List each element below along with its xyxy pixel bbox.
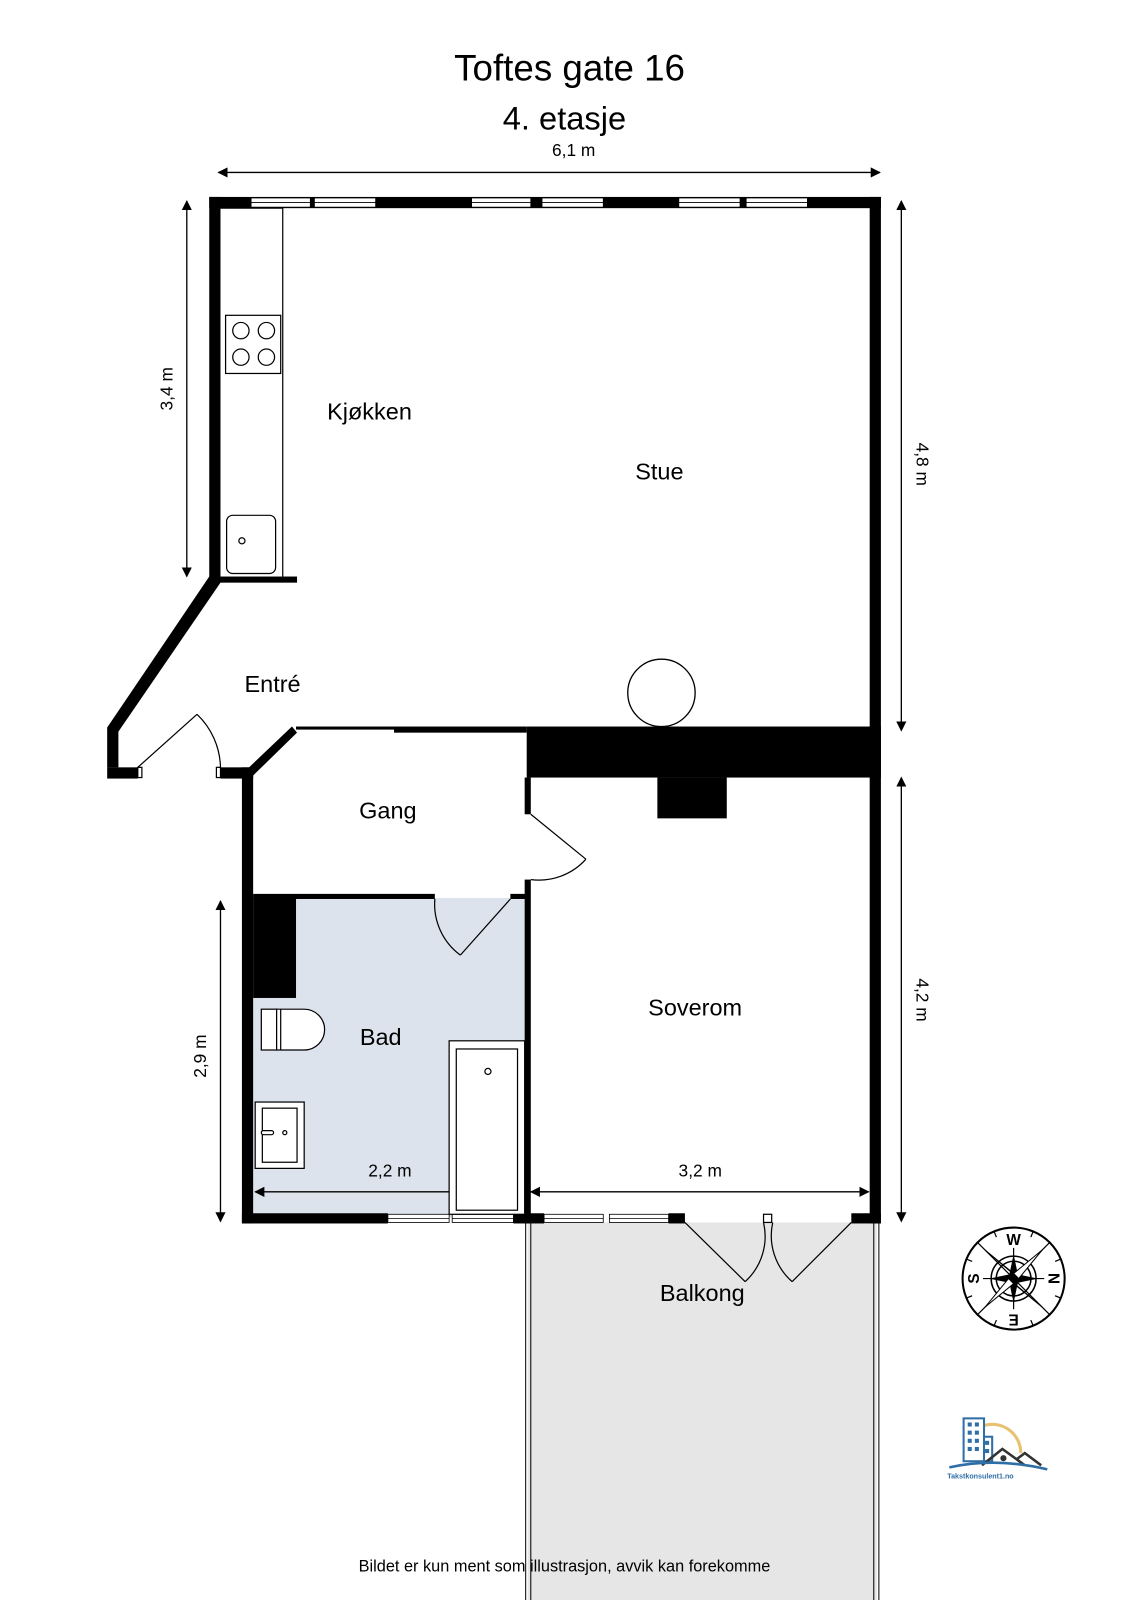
room-label-kitchen: Kjøkken (327, 398, 412, 424)
room-label-living: Stue (635, 459, 683, 485)
svg-text:4,2 m: 4,2 m (913, 978, 933, 1021)
svg-text:3,2 m: 3,2 m (679, 1161, 722, 1181)
dimension-kitchen: 3,4 m (157, 200, 192, 578)
dimension-bath-height: 2,9 m (190, 900, 226, 1223)
kitchen-counter (220, 207, 284, 577)
svg-text:S: S (966, 1273, 983, 1283)
round-table-icon (627, 658, 696, 728)
compass-icon: W N E S (961, 1226, 1066, 1331)
room-label-hall: Gang (359, 797, 416, 823)
room-label-entry: Entré (244, 671, 300, 697)
svg-text:3,4 m: 3,4 m (157, 367, 177, 410)
room-label-balcony: Balkong (660, 1280, 745, 1306)
svg-text:2,2 m: 2,2 m (368, 1161, 411, 1181)
dimension-bedroom-width: 3,2 m (529, 1161, 870, 1197)
svg-text:4,8 m: 4,8 m (913, 443, 933, 486)
bath-fixtures (254, 1008, 526, 1215)
toilet-icon (276, 1008, 326, 1051)
room-label-bedroom: Soverom (648, 994, 742, 1020)
windows-top (250, 197, 808, 208)
svg-text:Takstkonsulent1.no: Takstkonsulent1.no (947, 1473, 1014, 1481)
windows-bottom (387, 1213, 670, 1223)
doors (137, 713, 852, 1283)
svg-text:6,1 m: 6,1 m (552, 140, 595, 160)
dimension-top: 6,1 m (217, 140, 881, 178)
svg-text:2,9 m: 2,9 m (190, 1034, 210, 1077)
svg-text:N: N (1044, 1273, 1061, 1284)
plan-subtitle: 4. etasje (503, 100, 626, 137)
company-logo: Takstkonsulent1.no (947, 1417, 1048, 1481)
dimension-right-lower: 4,2 m (896, 776, 933, 1223)
room-label-bath: Bad (360, 1024, 402, 1050)
svg-text:E: E (1009, 1310, 1019, 1327)
kitchen-sink-icon (225, 514, 277, 575)
stove-icon (224, 314, 282, 375)
balcony-railing (525, 1222, 880, 1600)
plan-title: Toftes gate 16 (454, 48, 685, 89)
balcony-floor (527, 1222, 877, 1600)
svg-text:W: W (1006, 1232, 1021, 1249)
toilet-tank-icon (260, 1008, 278, 1051)
disclaimer-text: Bildet er kun ment som illustrasjon, avv… (359, 1557, 771, 1575)
dimension-right-upper: 4,8 m (896, 200, 933, 732)
